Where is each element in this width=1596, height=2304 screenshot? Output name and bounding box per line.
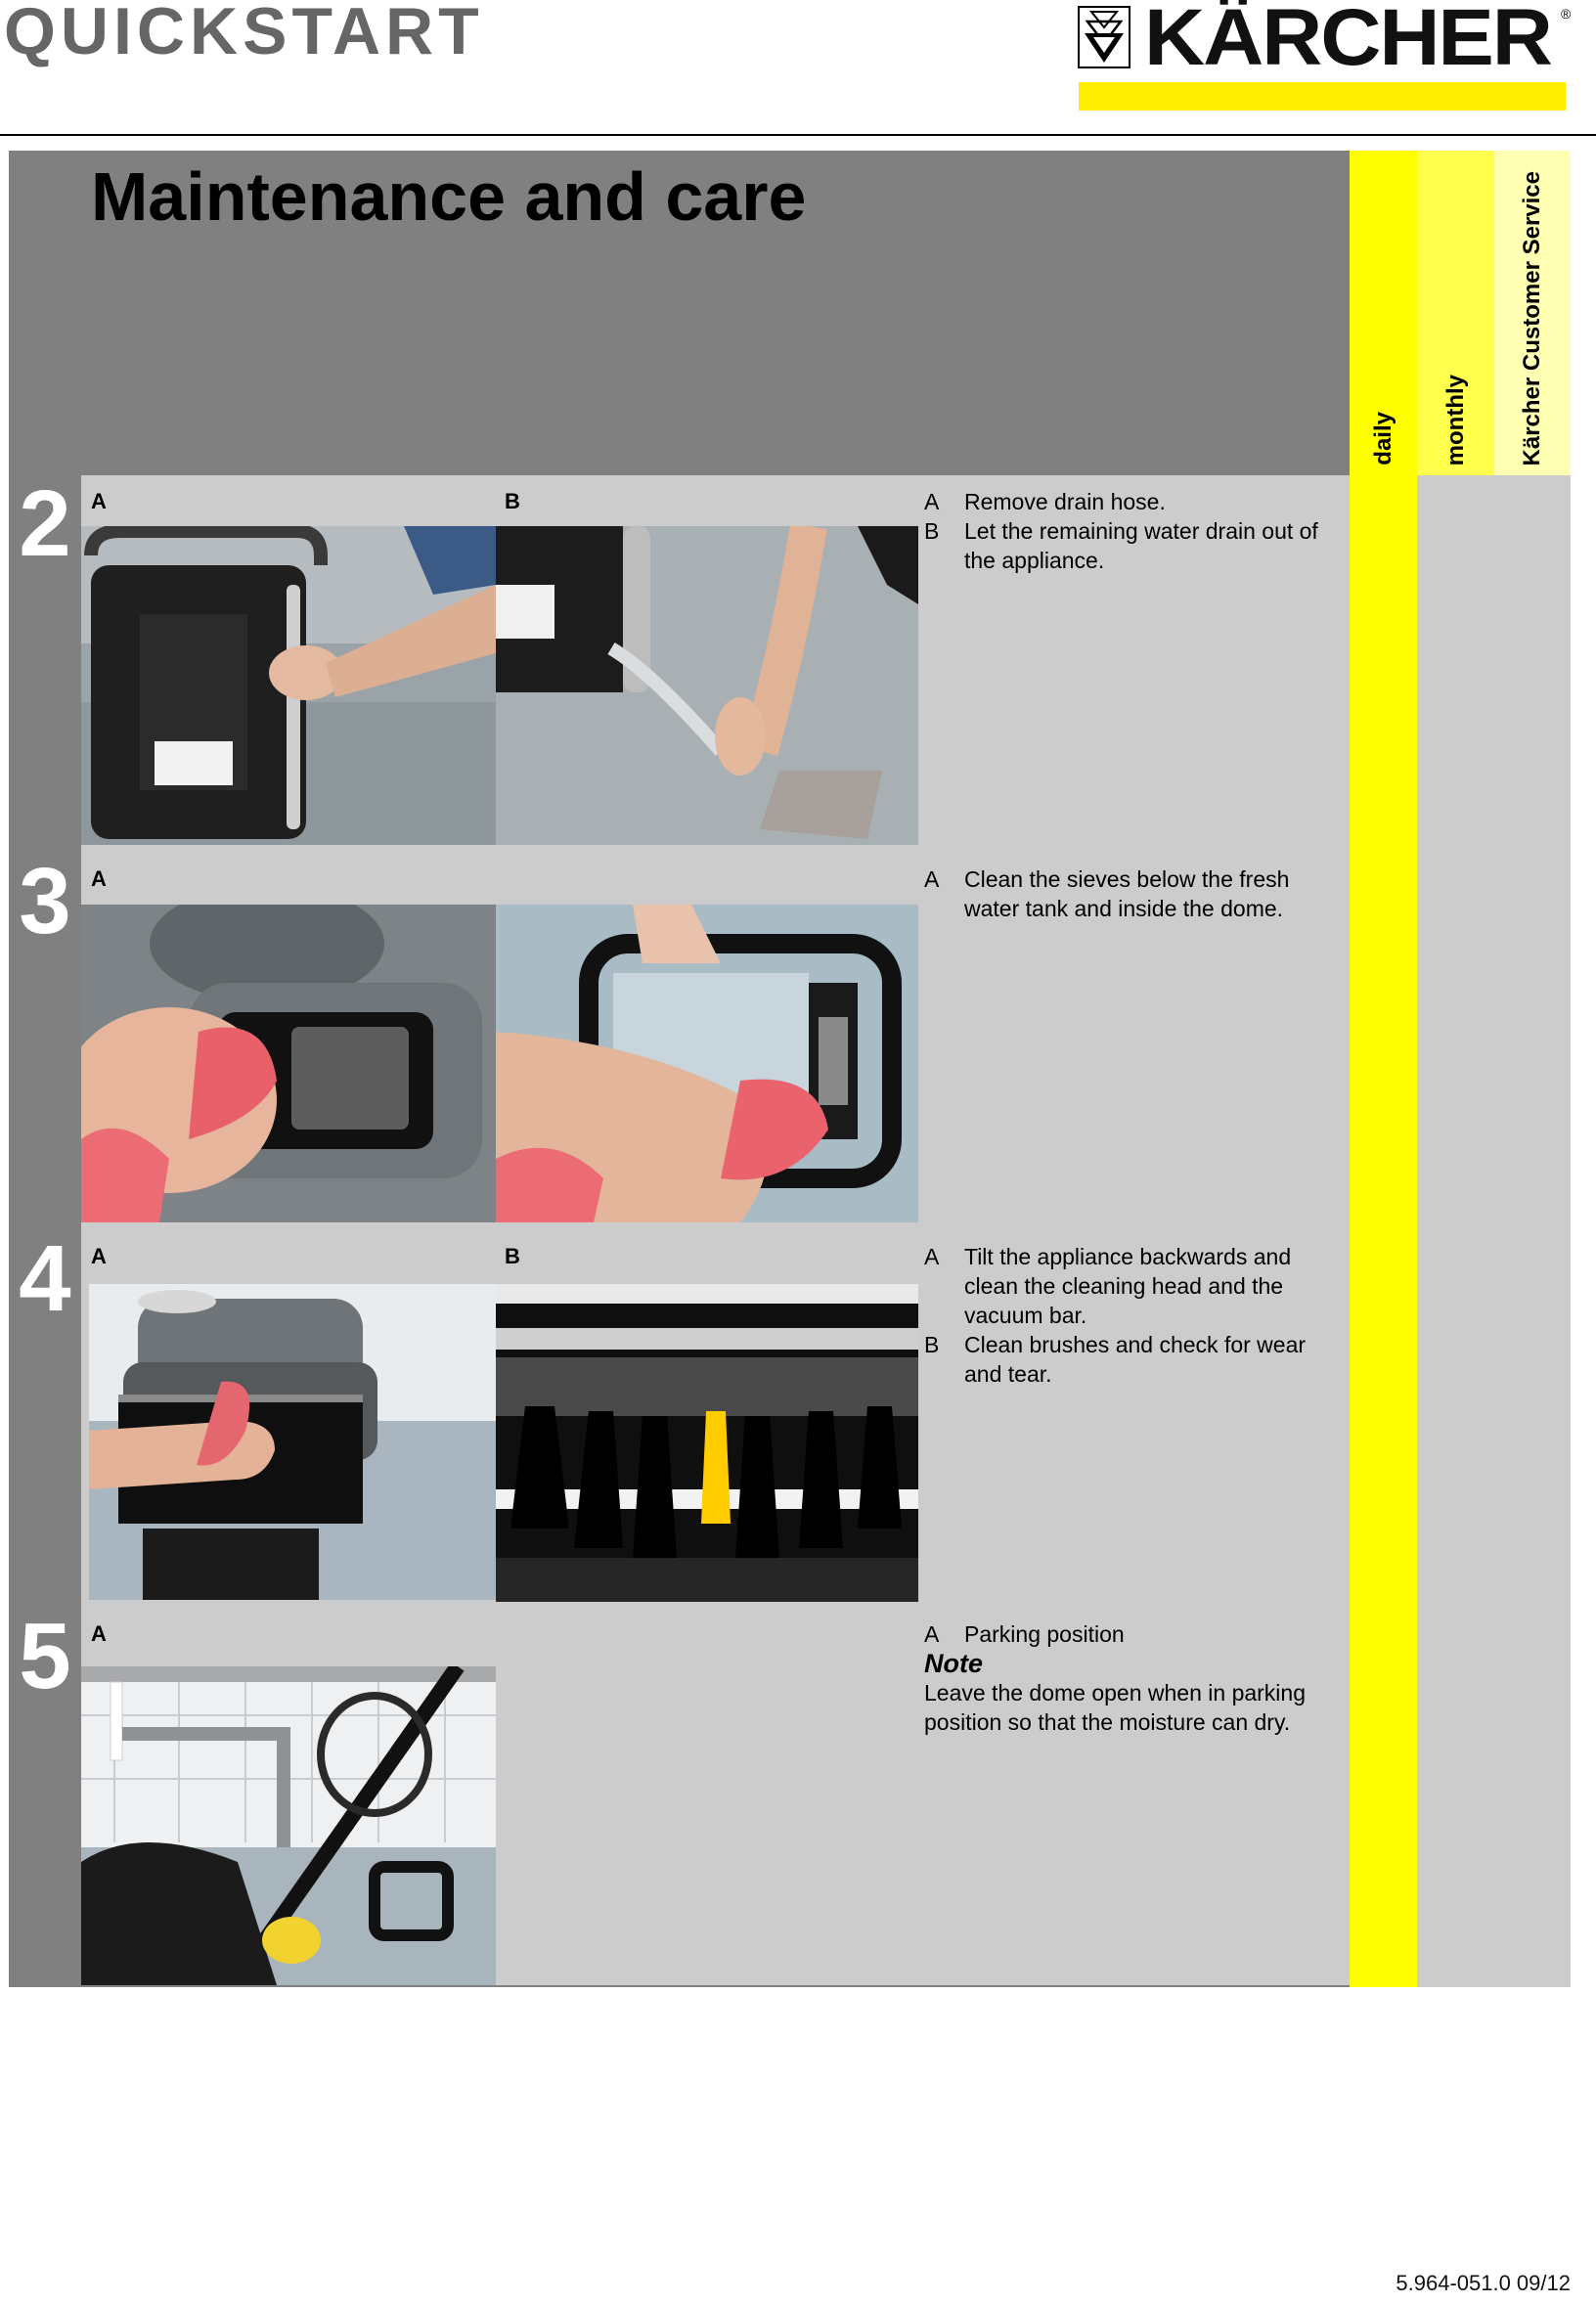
photo-label-a: A [91, 866, 107, 891]
section-2: 2 A B [9, 475, 1350, 853]
column-daily: daily [1350, 151, 1417, 1987]
instruction-step: A Remove drain hose. [924, 487, 1345, 516]
column-monthly-header: monthly [1417, 151, 1494, 475]
note-text: Leave the dome open when in parking posi… [924, 1680, 1307, 1735]
step-key: A [924, 866, 940, 892]
clean-sieve-tank-photo [81, 905, 496, 1222]
section-number: 4 [9, 1230, 81, 1608]
section-number: 3 [9, 853, 81, 1230]
document-number: 5.964-051.0 09/12 [1396, 2271, 1571, 2295]
step-instructions: A Clean the sieves below the fresh water… [924, 864, 1345, 923]
instruction-step: A Clean the sieves below the fresh water… [924, 864, 1345, 923]
section-5: 5 A [9, 1608, 1350, 1985]
step-instructions: A Remove drain hose. B Let the remaining… [924, 487, 1345, 575]
column-monthly-service-body [1417, 475, 1571, 1987]
step-text: Remove drain hose. [964, 489, 1166, 514]
karcher-logo: KÄRCHER ® [1078, 0, 1571, 82]
step-text: Clean brushes and check for wear and tea… [964, 1332, 1307, 1387]
instruction-step: B Let the remaining water drain out of t… [924, 516, 1345, 575]
section-body: A B [81, 1230, 1350, 1608]
step-key: A [924, 489, 940, 514]
draining-water-photo [496, 526, 918, 845]
column-service-label: Kärcher Customer Service [1519, 170, 1545, 465]
brushes-closeup-photo [496, 1284, 918, 1602]
step-key: B [924, 518, 940, 544]
column-daily-label: daily [1369, 412, 1396, 465]
section-body: A B [81, 475, 1350, 853]
step-text: Parking position [964, 1621, 1125, 1647]
column-monthly-label: monthly [1441, 374, 1469, 465]
header-divider [0, 134, 1596, 136]
clean-cleaning-head-photo [89, 1284, 496, 1600]
step-text: Tilt the appliance backwards and clean t… [964, 1244, 1292, 1328]
step-instructions: A Parking position Note Leave the dome o… [924, 1619, 1345, 1737]
section-3: 3 A [9, 853, 1350, 1230]
column-service-header: Kärcher Customer Service [1494, 151, 1571, 475]
step-key: A [924, 1244, 940, 1269]
karcher-chevron-icon [1078, 6, 1130, 68]
step-key: A [924, 1621, 940, 1647]
photo-label-a: A [91, 1244, 107, 1268]
instruction-step: A Parking position [924, 1619, 1345, 1649]
section-body: A [81, 853, 1350, 1230]
step-key: B [924, 1332, 940, 1357]
drain-hose-removal-photo [81, 526, 496, 845]
photo-label-a: A [91, 489, 107, 513]
instruction-step: B Clean brushes and check for wear and t… [924, 1330, 1345, 1389]
document-title: QUICKSTART [4, 0, 484, 68]
section-body: A [81, 1608, 1350, 1985]
note-heading: Note [924, 1649, 983, 1678]
photo-label-b: B [505, 489, 520, 513]
parking-position-photo [81, 1666, 496, 1985]
step-instructions: A Tilt the appliance backwards and clean… [924, 1242, 1345, 1389]
instruction-step: A Tilt the appliance backwards and clean… [924, 1242, 1345, 1330]
registered-mark: ® [1561, 6, 1572, 22]
brand-wordmark: KÄRCHER [1144, 0, 1553, 82]
step-text: Clean the sieves below the fresh water t… [964, 866, 1290, 921]
photo-label-b: B [505, 1244, 520, 1268]
page-title: Maintenance and care [91, 158, 807, 235]
section-number: 5 [9, 1608, 81, 1985]
section-number: 2 [9, 475, 81, 853]
photo-label-a: A [91, 1621, 107, 1646]
clean-sieve-dome-photo [496, 905, 918, 1222]
step-text: Let the remaining water drain out of the… [964, 518, 1318, 573]
section-4: 4 A B [9, 1230, 1350, 1608]
brand-yellow-bar [1079, 82, 1566, 111]
